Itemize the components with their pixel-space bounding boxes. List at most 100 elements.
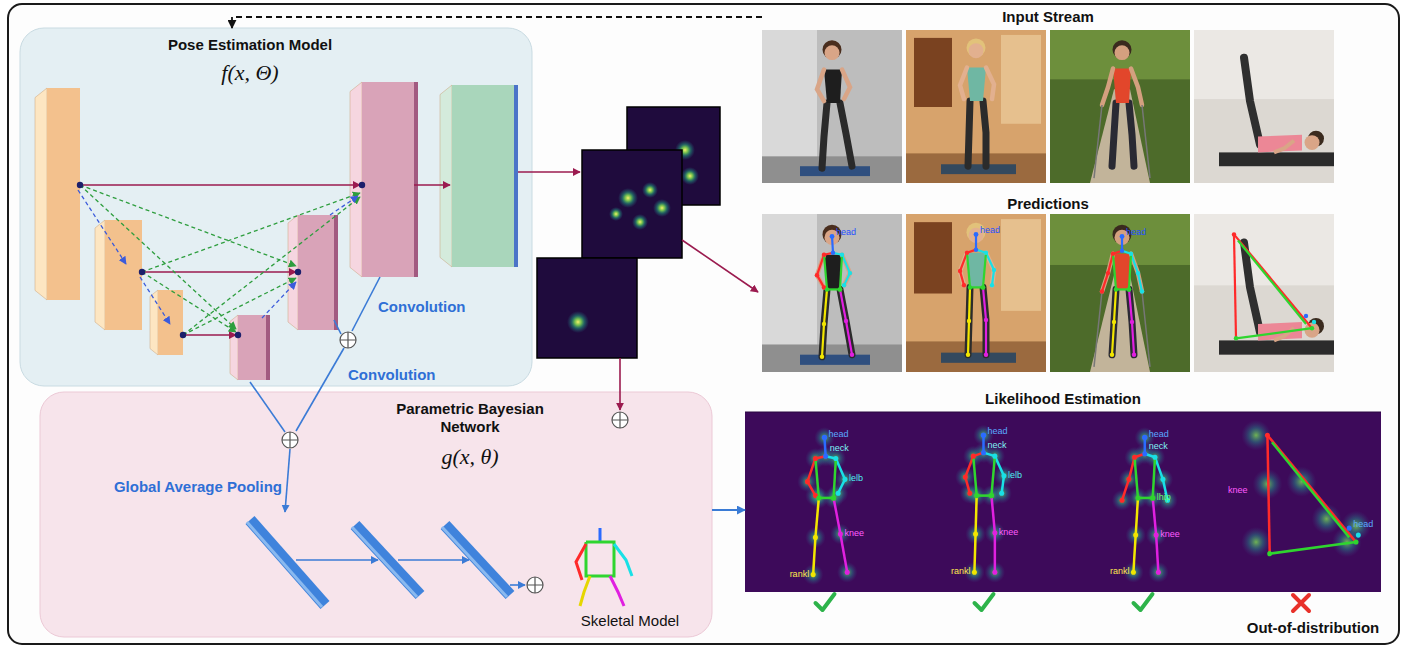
skeleton-limb: [969, 287, 970, 321]
skeleton-joint: [1232, 232, 1236, 236]
decoder-block-face: [362, 82, 414, 277]
skeleton-joint: [981, 432, 986, 438]
bayes-panel: Skeletal ModelParametric Bayesian Networ…: [40, 392, 712, 637]
input-image: [1194, 30, 1334, 183]
keypoint-label: head: [1353, 519, 1373, 530]
cross-mark: [1293, 595, 1309, 611]
node-formula: g(x, θ): [395, 444, 545, 470]
node-formula: f(x, Θ): [150, 60, 350, 86]
person-arm: [842, 255, 850, 286]
decoder-block-face: [238, 315, 266, 380]
heatmap-ground: [1222, 412, 1381, 592]
person-arm: [1102, 68, 1113, 105]
skeleton-limb: [815, 458, 818, 497]
skeleton-limb: [840, 255, 842, 290]
skeleton-joint: [831, 250, 835, 254]
skeleton-limb: [1238, 241, 1306, 325]
step-platform: [800, 355, 870, 365]
skeleton-limb: [1122, 479, 1129, 500]
skeleton-joint: [1001, 473, 1006, 478]
dense-layer: [250, 520, 325, 605]
skeleton-joint: [981, 285, 985, 289]
skeleton-limb: [1155, 457, 1163, 479]
keypoint-label: head: [980, 225, 1000, 236]
skeleton-joint: [1106, 271, 1110, 275]
photo-ground: [1050, 214, 1190, 372]
annotation-label: Out-of-distribution: [1238, 619, 1388, 636]
node-title: Skeletal Model: [565, 612, 695, 630]
skeleton-joint: [1133, 533, 1138, 538]
skeleton-joint: [1154, 533, 1159, 538]
fusion-arrow: [183, 278, 296, 335]
pred-image: [762, 214, 902, 372]
skeleton-joint: [850, 352, 854, 356]
wall: [1194, 214, 1334, 285]
window: [914, 38, 952, 107]
skeleton-joint: [1120, 234, 1125, 239]
feature-dot: [235, 332, 241, 338]
skeleton-joint: [1234, 336, 1238, 340]
model-panel-fill: [20, 28, 532, 386]
skeleton-limb: [1132, 322, 1134, 355]
skeleton-limb: [968, 321, 969, 355]
photo-ground: [1050, 30, 1190, 183]
likelihood-glow: [1241, 527, 1271, 557]
wall: [1194, 30, 1334, 99]
skeleton-limb: [836, 458, 845, 479]
skeleton-joint: [992, 570, 997, 575]
skeleton-joint: [831, 495, 836, 500]
skeleton-limb: [1234, 234, 1236, 338]
feature-block-face: [47, 88, 80, 300]
skeleton-limb: [1270, 542, 1356, 554]
person-torso: [824, 255, 842, 290]
check-mark: [816, 594, 835, 610]
skeleton-joint: [822, 253, 826, 257]
person-leg: [983, 101, 986, 166]
feature-dot: [77, 182, 83, 188]
skeleton-joint: [989, 493, 994, 498]
flow-arrow: [518, 171, 580, 173]
model-panel: Pose Estimation Model f(x, Θ): [20, 28, 532, 386]
person-leg: [1129, 103, 1134, 166]
skeleton-joint: [1100, 289, 1104, 293]
conv-line: [352, 277, 380, 331]
photo-ground: [906, 214, 1046, 372]
decoder-block-edge: [334, 215, 338, 330]
node-title: Pose Estimation Model: [150, 36, 350, 54]
skeleton-limb: [1136, 498, 1138, 535]
heatmap-ground: [1063, 412, 1222, 592]
annotation-label: Convolution: [348, 366, 435, 383]
skeleton-limb: [813, 537, 815, 574]
output-block-side: [440, 85, 452, 267]
skeleton-limb: [822, 324, 824, 357]
skeleton-joint: [831, 495, 836, 500]
skeleton-limb: [994, 533, 996, 572]
heat-spot: [609, 207, 623, 221]
decoder-block-face: [298, 215, 334, 330]
skeleton-limb: [974, 534, 975, 572]
skeleton-joint: [973, 531, 978, 536]
walking-pole: [1142, 105, 1150, 178]
skeleton-joint: [1130, 320, 1134, 324]
dense-arrow: [398, 559, 469, 561]
pred-image: [1050, 214, 1190, 372]
wall-panel: [1001, 35, 1041, 124]
skeleton-limb: [976, 496, 977, 534]
conv-line: [296, 348, 344, 431]
keypoint-label: head: [836, 227, 856, 238]
input-image: [1050, 30, 1190, 183]
sum-cross: [612, 412, 628, 428]
skip-arrow: [142, 271, 296, 273]
skeleton-joint: [1304, 314, 1308, 318]
floor: [906, 153, 1046, 183]
skeleton-limb: [1153, 498, 1156, 535]
feature-block-side: [35, 88, 47, 300]
yoga-mat: [1219, 152, 1334, 166]
skeleton-joint: [811, 572, 816, 577]
person-arm: [1131, 254, 1142, 292]
feature-block-side: [95, 220, 105, 330]
person-hair: [1113, 40, 1132, 59]
skeleton-joint: [958, 269, 962, 273]
